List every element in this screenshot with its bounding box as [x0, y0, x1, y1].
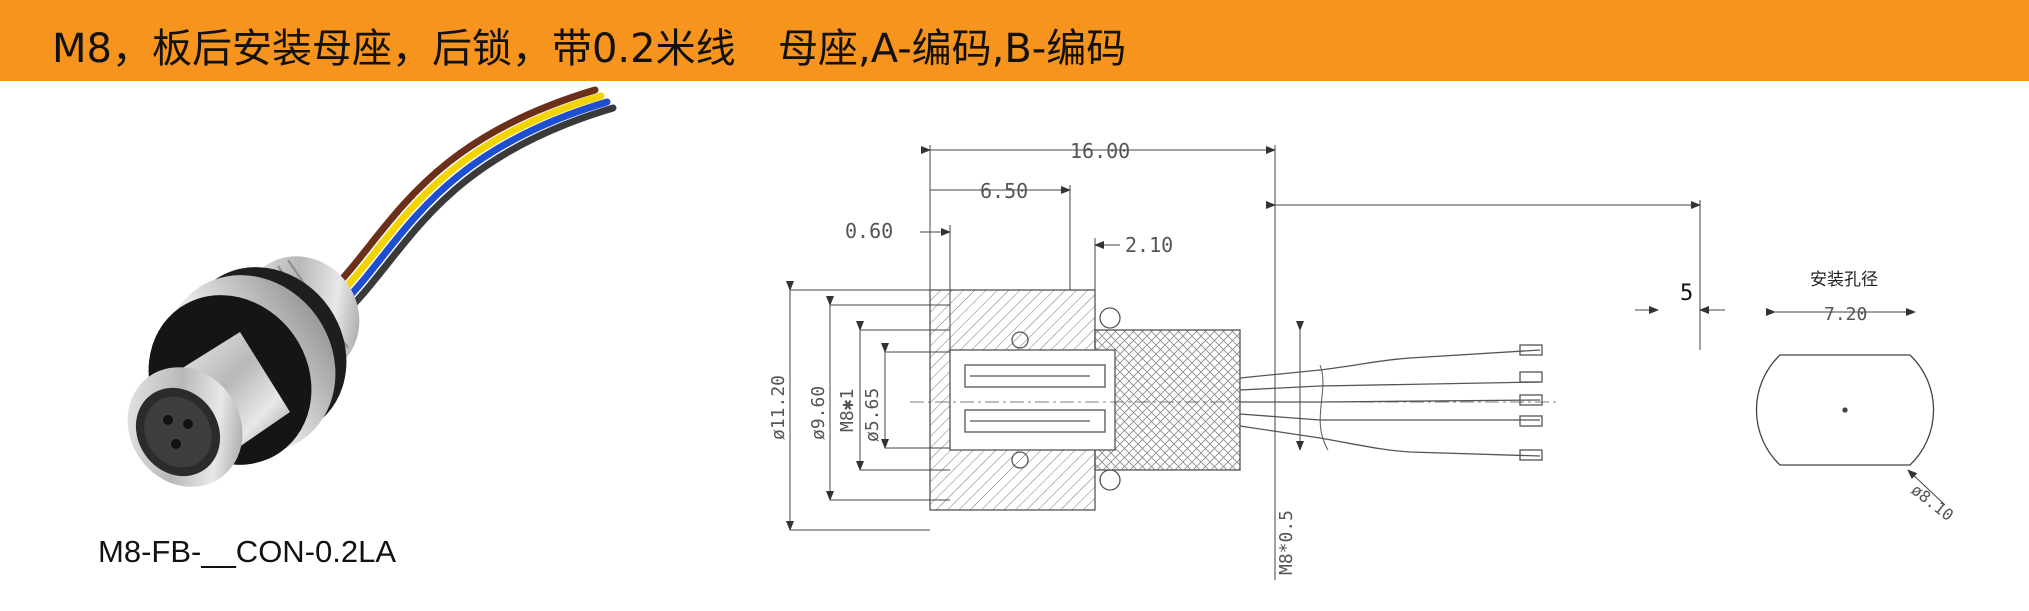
dim-hole-dia: ø8.10: [1908, 480, 1958, 525]
dim-thread-m8x0-5: M8*0.5: [1276, 510, 1297, 575]
wire-bundle: [326, 86, 617, 314]
page-title: M8，板后安装母座，后锁，带0.2米线: [52, 26, 736, 72]
o-ring-top: [1099, 307, 1121, 329]
header-banner: M8，板后安装母座，后锁，带0.2米线 母座,A-编码,B-编码: [0, 0, 2029, 81]
front-body: [127, 332, 290, 487]
mounting-hole-label: 安装孔径: [1810, 270, 1878, 290]
dim-dia-9-60: ø9.60: [808, 386, 829, 440]
connector-photo: [127, 86, 617, 487]
dim-2-10: 2.10: [1125, 233, 1173, 257]
wire-ends: [1519, 344, 1543, 461]
rear-housing-section: [1094, 329, 1241, 471]
dim-6-50: 6.50: [980, 179, 1028, 203]
dim-thread-m8x1: M8✱1: [837, 389, 858, 432]
mounting-hole-view: [1755, 308, 1946, 506]
o-ring-bottom: [1099, 469, 1121, 491]
dim-wire-strip: 5: [1680, 281, 1693, 306]
dim-dia-5-65: ø5.65: [862, 388, 883, 442]
wire-1: [1239, 349, 1541, 379]
dim-16-00: 16.00: [1070, 139, 1130, 163]
dim-0-60: 0.60: [845, 219, 893, 243]
page-subtitle: 母座,A-编码,B-编码: [778, 26, 1127, 72]
part-number: M8-FB-__CON-0.2LA: [98, 534, 397, 569]
technical-drawing: 16.00 6.50 0.60 2.10 5 ø11.20 ø9.60 M8✱1…: [768, 139, 1958, 580]
dim-dia-11-20: ø11.20: [768, 375, 789, 440]
dim-hole-width: 7.20: [1824, 304, 1867, 325]
